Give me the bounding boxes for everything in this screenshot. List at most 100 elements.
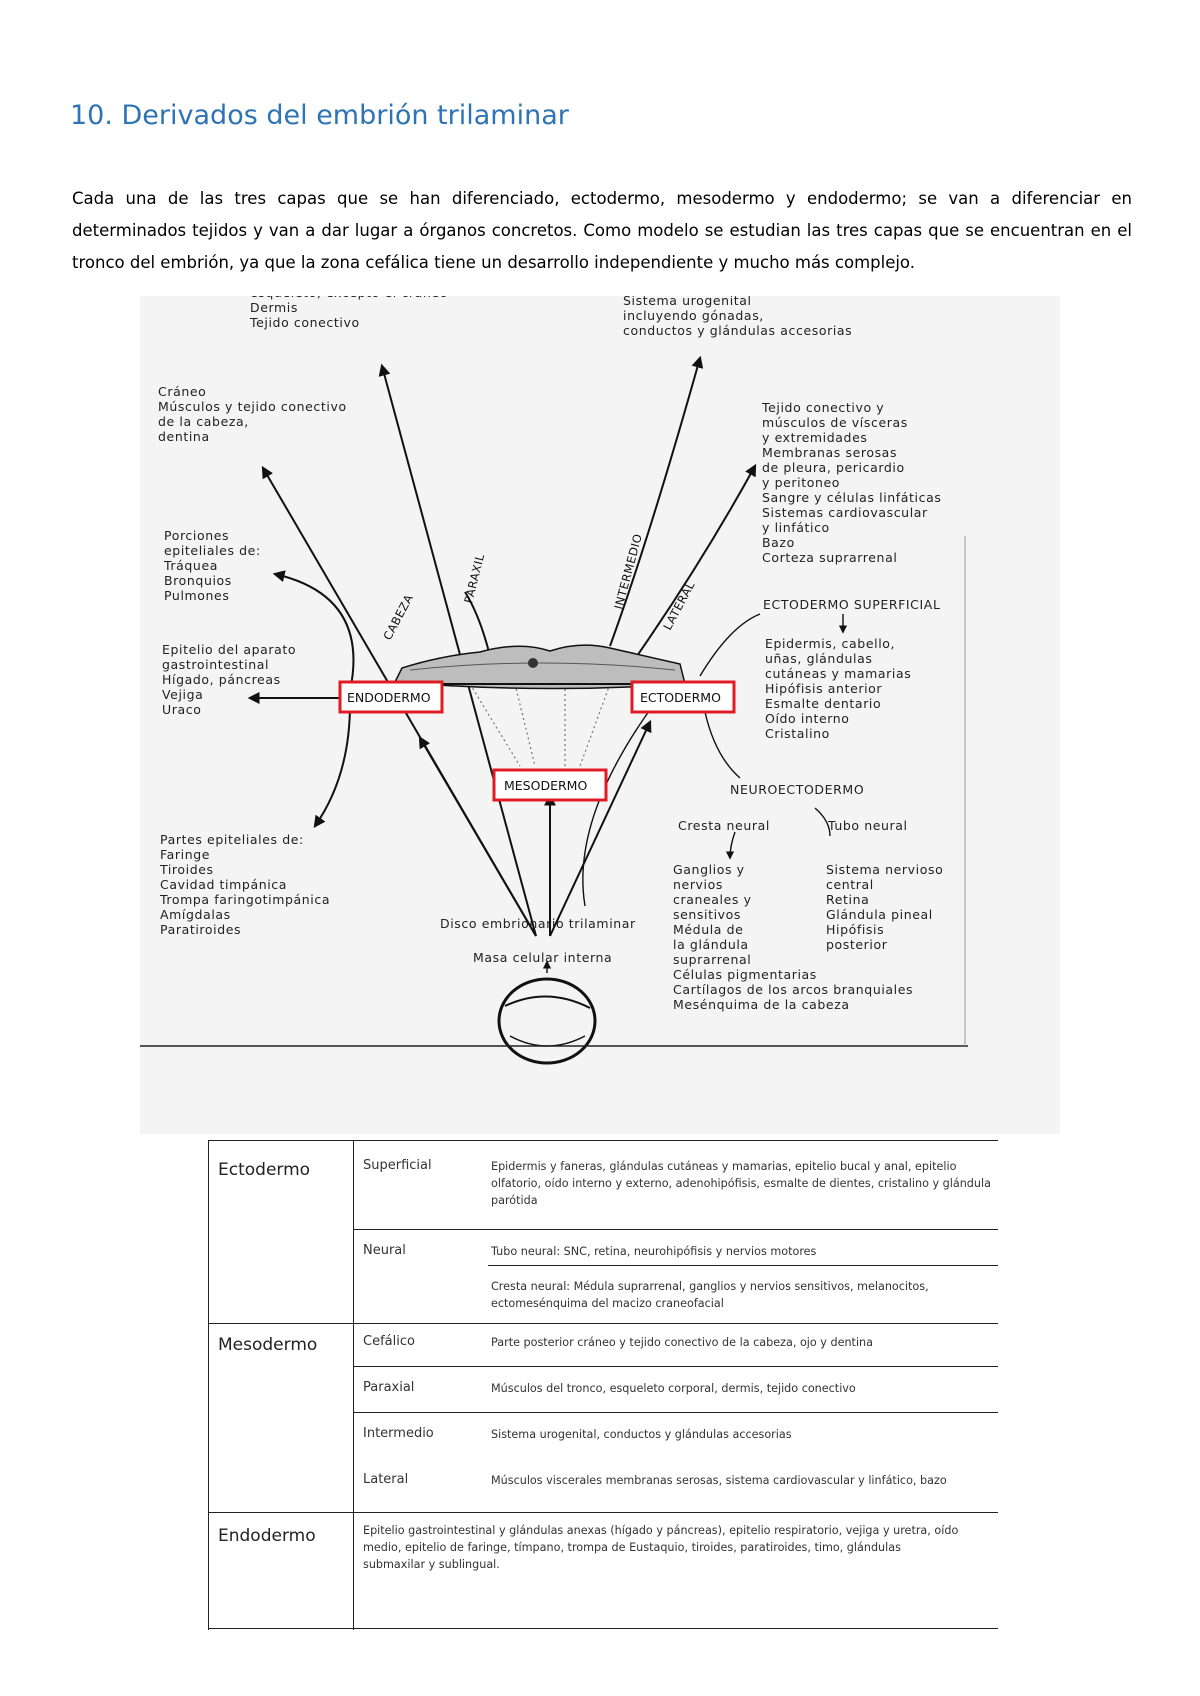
ecto-sup-line: uñas, glándulas	[765, 651, 872, 666]
cresta-line: Cartílagos de los arcos branquiales	[673, 982, 913, 997]
paraxil-line: Tejido conectivo	[249, 315, 360, 330]
tubo-line: Retina	[826, 892, 869, 907]
lateral-line: y linfático	[762, 520, 830, 535]
endo-gi-line: gastrointestinal	[162, 657, 269, 672]
cabeza-line: Cráneo	[158, 384, 206, 399]
endoderm-pharynx-derivatives: Partes epiteliales de:FaringeTiroidesCav…	[159, 832, 330, 937]
disco-label: Disco embrionario trilaminar	[440, 916, 636, 931]
lateral-line: músculos de vísceras	[762, 415, 908, 430]
cresta-line: Células pigmentarias	[673, 967, 817, 982]
mesodermo-label: MESODERMO	[504, 778, 587, 793]
arrow-ecto-sup	[699, 613, 761, 677]
arrow-paraxil	[378, 363, 537, 937]
embryo-diagram: ENDODERMO ECTODERMO MESODERMO CABEZA PAR…	[140, 296, 1060, 1134]
arrow-disco-ectodermo	[549, 719, 652, 937]
region-cabeza-label: CABEZA	[380, 592, 416, 643]
sub-superficial: Superficial	[363, 1158, 432, 1173]
desc-superficial: Epidermis y faneras, glándulas cutáneas …	[491, 1160, 991, 1207]
region-paraxil-label: PARAXIL	[461, 552, 487, 605]
sub-intermedio: Intermedio	[363, 1426, 434, 1441]
sub-lateral: Lateral	[363, 1472, 409, 1487]
tubo-line: Sistema nervioso	[826, 862, 943, 877]
endo-phar-line: Paratiroides	[160, 922, 241, 937]
mesodermo-box	[492, 768, 608, 802]
cresta-line: sensitivos	[673, 907, 741, 922]
neuroecto-title: NEUROECTODERMO	[730, 782, 864, 797]
desc-endodermo: Epitelio gastrointestinal y glándulas an…	[363, 1524, 959, 1571]
desc-lateral: Músculos viscerales membranas serosas, s…	[491, 1474, 947, 1487]
desc-cefalico: Parte posterior cráneo y tejido conectiv…	[491, 1336, 873, 1349]
masa-label: Masa celular interna	[473, 950, 612, 965]
endo-gi-line: Epitelio del aparato	[162, 642, 296, 657]
cabeza-line: Músculos y tejido conectivo	[158, 399, 347, 414]
sub-neural: Neural	[363, 1243, 406, 1258]
endodermo-label: ENDODERMO	[347, 690, 431, 705]
ecto-sup-line: Epidermis, cabello,	[765, 636, 895, 651]
lateral-line: de pleura, pericardio	[762, 460, 905, 475]
lateral-line: Sistemas cardiovascular	[762, 505, 928, 520]
germ-endodermo: Endodermo	[218, 1526, 316, 1546]
cresta-line: suprarrenal	[673, 952, 751, 967]
desc-paraxial: Músculos del tronco, esqueleto corporal,…	[491, 1382, 856, 1395]
endo-gi-line: Hígado, páncreas	[162, 672, 281, 687]
ecto-sup-line: Esmalte dentario	[765, 696, 881, 711]
endo-resp-line: Porciones	[164, 528, 229, 543]
lateral-line: y extremidades	[762, 430, 867, 445]
lateral-line: Sangre y células linfáticas	[762, 490, 941, 505]
lateral-line: Tejido conectivo y	[761, 400, 884, 415]
cresta-line: Ganglios y	[673, 862, 745, 877]
endo-resp-line: Tráquea	[163, 558, 218, 573]
paraxil-derivatives: Músculos del tronco,esqueleto, excepto e…	[249, 296, 448, 330]
lateral-line: y peritoneo	[762, 475, 840, 490]
arrow-intermedio	[609, 355, 704, 647]
intro-paragraph: Cada una de las tres capas que se han di…	[72, 189, 1132, 272]
arrow-endo-pharynx	[313, 703, 351, 828]
lateral-line: Corteza suprarrenal	[762, 550, 897, 565]
paraxil-line: esqueleto, excepto el cráneo	[250, 296, 448, 300]
endo-phar-line: Partes epiteliales de:	[160, 832, 304, 847]
ecto-superficial-title: ECTODERMO SUPERFICIAL	[763, 597, 941, 612]
cresta-line: la glándula	[673, 937, 749, 952]
endoderm-gi-derivatives: Epitelio del aparatogastrointestinalHíga…	[162, 642, 296, 717]
germ-layer-table: Ectodermo Superficial Epidermis y fanera…	[208, 1140, 1004, 1630]
ectodermo-box	[630, 680, 736, 714]
endo-phar-line: Amígdalas	[160, 907, 231, 922]
arrow-endo-resp	[272, 570, 355, 692]
tubo-line: posterior	[826, 937, 888, 952]
ecto-sup-line: Oído interno	[765, 711, 850, 726]
cresta-title: Cresta neural	[678, 818, 770, 833]
sub-paraxial: Paraxial	[363, 1380, 415, 1395]
ecto-sup-line: Cristalino	[765, 726, 830, 741]
cresta-line: nervios	[673, 877, 723, 892]
endo-resp-line: epiteliales de:	[164, 543, 261, 558]
arrow-lateral	[629, 463, 757, 667]
paraxil-line: Dermis	[250, 300, 298, 315]
region-lateral-label: LATERAL	[660, 579, 697, 633]
arrow-ecto-neuro	[704, 711, 741, 779]
endo-resp-line: Bronquios	[164, 573, 232, 588]
endo-phar-line: Faringe	[160, 847, 210, 862]
sub-cefalico: Cefálico	[363, 1334, 415, 1349]
endodermo-box	[338, 680, 444, 714]
cresta-line: Mesénquima de la cabeza	[673, 997, 850, 1012]
endo-phar-line: Tiroides	[159, 862, 214, 877]
ectodermo-label: ECTODERMO	[640, 690, 721, 705]
ecto-sup-line: Hipófisis anterior	[765, 681, 882, 696]
cresta-line: craneales y	[673, 892, 752, 907]
region-intermedio-label: INTERMEDIO	[611, 532, 645, 611]
cabeza-line: de la cabeza,	[158, 414, 249, 429]
desc-neural-tube: Tubo neural: SNC, retina, neurohipófisis…	[491, 1245, 817, 1258]
ecto-sup-line: cutáneas y mamarias	[765, 666, 911, 681]
germ-ectodermo: Ectodermo	[218, 1160, 311, 1180]
endo-gi-line: Vejiga	[162, 687, 203, 702]
endo-phar-line: Trompa faringotimpánica	[159, 892, 330, 907]
masa-celular-shape	[497, 960, 597, 1065]
page-heading: 10. Derivados del embrión trilaminar	[70, 100, 569, 131]
intermedio-line: conductos y glándulas accesorias	[623, 323, 852, 338]
intermedio-line: incluyendo gónadas,	[623, 308, 764, 323]
endo-phar-line: Cavidad timpánica	[160, 877, 287, 892]
